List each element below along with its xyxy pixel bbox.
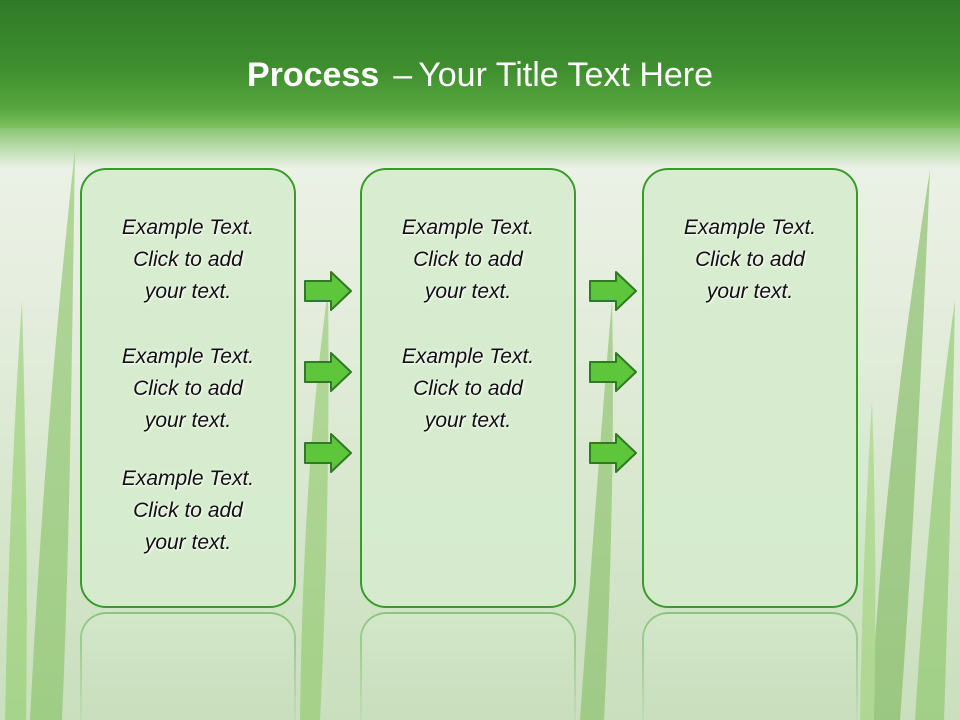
right-arrow-icon[interactable] bbox=[588, 270, 638, 312]
text-line: Click to add bbox=[413, 377, 523, 400]
text-line: Example Text. bbox=[121, 345, 255, 368]
box-reflection bbox=[642, 612, 858, 720]
right-arrow-icon[interactable] bbox=[588, 432, 638, 474]
title-bold: Process bbox=[246, 56, 380, 94]
right-arrow-icon[interactable] bbox=[303, 270, 353, 312]
text-line: your text. bbox=[424, 280, 512, 303]
box-reflection bbox=[80, 612, 296, 720]
process-box-3[interactable]: Example Text. Click to add your text. bbox=[642, 168, 858, 608]
header-band bbox=[0, 0, 960, 128]
header-fade bbox=[0, 128, 960, 168]
text-placeholder[interactable]: Example Text. Click to add your text. bbox=[82, 463, 294, 559]
text-placeholder[interactable]: Example Text. Click to add your text. bbox=[362, 341, 574, 437]
text-line: Example Text. bbox=[683, 216, 817, 239]
text-placeholder[interactable]: Example Text. Click to add your text. bbox=[82, 341, 294, 437]
text-line: your text. bbox=[144, 531, 232, 554]
text-line: Example Text. bbox=[401, 345, 535, 368]
text-line: your text. bbox=[144, 409, 232, 432]
text-line: Example Text. bbox=[401, 216, 535, 239]
text-line: your text. bbox=[144, 280, 232, 303]
right-arrow-icon[interactable] bbox=[303, 432, 353, 474]
text-line: Example Text. bbox=[121, 216, 255, 239]
text-placeholder[interactable]: Example Text. Click to add your text. bbox=[362, 212, 574, 308]
text-placeholder[interactable]: Example Text. Click to add your text. bbox=[82, 212, 294, 308]
box-reflection bbox=[360, 612, 576, 720]
process-box-2[interactable]: Example Text. Click to add your text. Ex… bbox=[360, 168, 576, 608]
text-line: your text. bbox=[424, 409, 512, 432]
text-line: Click to add bbox=[133, 499, 243, 522]
title-text: Your Title Text Here bbox=[418, 56, 714, 94]
text-line: Click to add bbox=[695, 248, 805, 271]
text-line: your text. bbox=[706, 280, 794, 303]
text-line: Click to add bbox=[133, 248, 243, 271]
right-arrow-icon[interactable] bbox=[303, 351, 353, 393]
slide-title[interactable]: Process–Your Title Text Here bbox=[0, 52, 960, 98]
process-box-1[interactable]: Example Text. Click to add your text. Ex… bbox=[80, 168, 296, 608]
text-line: Example Text. bbox=[121, 467, 255, 490]
text-placeholder[interactable]: Example Text. Click to add your text. bbox=[644, 212, 856, 308]
title-separator: – bbox=[393, 56, 413, 94]
text-line: Click to add bbox=[133, 377, 243, 400]
text-line: Click to add bbox=[413, 248, 523, 271]
right-arrow-icon[interactable] bbox=[588, 351, 638, 393]
